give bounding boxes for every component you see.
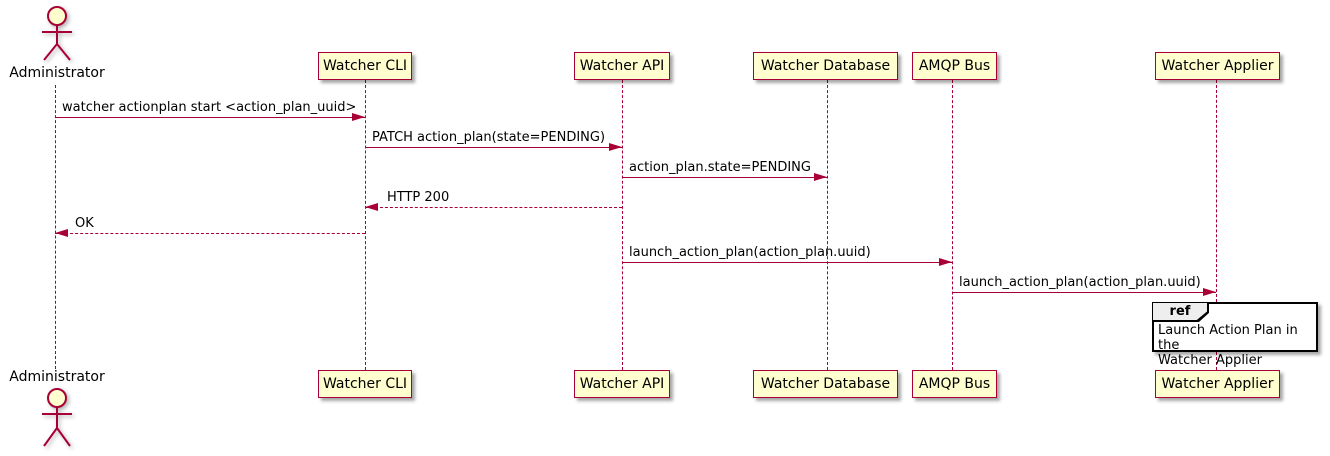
lifeline-watcher-applier-lower [1216, 352, 1217, 370]
message-label: PATCH action_plan(state=PENDING) [372, 130, 606, 145]
ref-fragment: ref Launch Action Plan in the Watcher Ap… [1152, 302, 1318, 368]
ref-text-line: Launch Action Plan in the [1158, 323, 1298, 353]
lifeline-administrator [55, 85, 56, 369]
arrowhead [365, 203, 378, 211]
arrowhead [55, 229, 68, 237]
participant-watcher-applier-top: Watcher Applier [1155, 52, 1280, 80]
participant-watcher-api-top: Watcher API [574, 52, 670, 80]
actor-icon [42, 388, 72, 447]
message-label: HTTP 200 [387, 190, 450, 205]
message-label: action_plan.state=PENDING [629, 160, 811, 175]
participant-watcher-api-bottom: Watcher API [574, 370, 670, 398]
ref-header: ref [1153, 303, 1209, 322]
participant-watcher-applier-bottom: Watcher Applier [1155, 370, 1280, 398]
message-label: watcher actionplan start <action_plan_uu… [62, 100, 357, 115]
lifeline-watcher-cli [365, 80, 366, 370]
lifeline-watcher-database [827, 80, 828, 370]
lifeline-watcher-api [622, 80, 623, 370]
message-line [622, 262, 952, 263]
actor-icon [42, 6, 72, 61]
arrowhead [1203, 288, 1216, 296]
message-label: launch_action_plan(action_plan.uuid) [629, 245, 871, 260]
arrowhead [352, 113, 365, 121]
message-line [55, 233, 365, 234]
participant-amqp-bus-bottom: AMQP Bus [912, 370, 997, 398]
actor-label-top: Administrator [9, 65, 105, 81]
message-line [55, 117, 365, 118]
message-label: OK [75, 216, 94, 231]
lifeline-amqp-bus [952, 80, 953, 370]
participant-amqp-bus-top: AMQP Bus [912, 52, 997, 80]
actor-label-bottom: Administrator [9, 369, 105, 385]
arrowhead [939, 258, 952, 266]
ref-keyword: ref [1153, 303, 1207, 320]
arrowhead [814, 173, 827, 181]
participant-watcher-database-top: Watcher Database [753, 52, 898, 80]
participant-watcher-database-bottom: Watcher Database [753, 370, 898, 398]
message-line [365, 147, 622, 148]
message-line [365, 207, 622, 208]
arrowhead [609, 143, 622, 151]
message-line [952, 292, 1216, 293]
participant-watcher-cli-top: Watcher CLI [318, 52, 412, 80]
participant-watcher-cli-bottom: Watcher CLI [318, 370, 412, 398]
message-line [622, 177, 827, 178]
ref-text-line: Watcher Applier [1158, 353, 1262, 368]
message-label: launch_action_plan(action_plan.uuid) [959, 275, 1201, 290]
lifeline-watcher-applier-upper [1216, 80, 1217, 302]
